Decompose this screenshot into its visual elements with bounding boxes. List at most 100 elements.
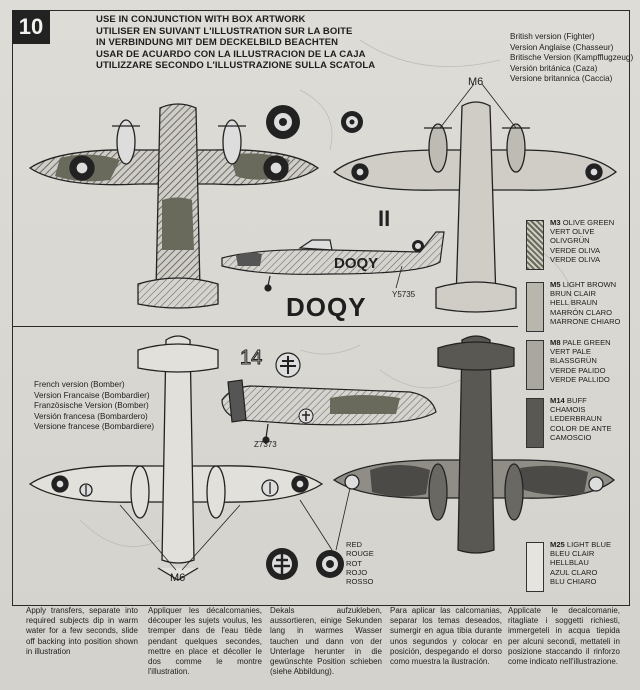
red-name: ROT: [346, 558, 363, 568]
british-serial: Y5735: [392, 290, 416, 299]
paint-text: M25 LIGHT BLUE BLEU CLAIR HELLBLAU AZUL …: [550, 540, 611, 586]
version-line: Französische Version (Bomber): [34, 401, 149, 411]
loose-decal-cross: [266, 548, 298, 580]
paint-name: LIGHT BROWN: [562, 280, 617, 289]
footer-german: Dekals aufzukleben, aussortieren, einige…: [270, 606, 382, 677]
paint-text: M8 PALE GREEN VERT PALE BLASSGRÜN VERDE …: [550, 338, 611, 384]
paint-name: COLOR DE ANTE: [550, 423, 612, 433]
instruction-line: USAR DE ACUARDO CON LA ILLUSTRACION DE L…: [96, 48, 366, 60]
paint-name: OLIVE GREEN: [562, 218, 615, 227]
paint-name: CHAMOIS: [550, 405, 586, 415]
version-line: Versión británica (Caza): [510, 63, 598, 73]
paint-name: LEDERBRAUN: [550, 414, 602, 424]
version-line: Versione britannica (Caccia): [510, 74, 613, 84]
m6-bottom-label: M6: [170, 572, 186, 584]
french-underside-view: [332, 335, 616, 554]
version-line: Britische Version (Kampfflugzeug): [510, 53, 634, 63]
british-top-view: [28, 103, 320, 309]
paint-name: BLU CHIARO: [550, 576, 597, 586]
usage-instructions: USE IN CONJUNCTION WITH BOX ARTWORK UTIL…: [96, 14, 375, 72]
paint-name: MARRÓN CLARO: [550, 307, 613, 317]
big-code-marking: DOQY: [286, 292, 367, 322]
red-name: ROUGE: [346, 549, 374, 559]
british-underside-view: [332, 101, 618, 313]
paint-swatch: [526, 542, 544, 592]
roundel-small: [341, 111, 363, 133]
paint-code: M8: [550, 338, 561, 347]
paint-name: OLIVGRÜN: [550, 236, 590, 246]
british-version-label: British version (Fighter) Version Anglai…: [510, 32, 633, 85]
paint-legend-m8: M8 PALE GREEN VERT PALE BLASSGRÜN VERDE …: [518, 334, 628, 394]
footer-french: Appliquer les décalcomanies, découper le…: [148, 606, 262, 677]
instruction-line: USE IN CONJUNCTION WITH BOX ARTWORK: [96, 14, 306, 25]
paint-swatch: [526, 398, 544, 448]
french-serial: Z7373: [254, 440, 277, 449]
m6-top-label: M6: [468, 76, 484, 88]
paint-name: MARRONE CHIARO: [550, 316, 621, 326]
paint-legend-m14: M14 BUFF CHAMOIS LEDERBRAUN COLOR DE ANT…: [518, 392, 628, 452]
version-line: Version Anglaise (Chasseur): [510, 42, 614, 52]
paint-name: BLEU CLAIR: [550, 549, 595, 559]
footer-english: Apply transfers, separate into required …: [26, 606, 138, 656]
side-roundel: [412, 240, 424, 252]
paint-legend-m5: M5 LIGHT BROWN BRUN CLAIR HELL BRAUN MAR…: [518, 276, 628, 336]
paint-name: VERT OLIVE: [550, 227, 595, 237]
version-line: French version (Bomber): [34, 380, 125, 389]
roundel-large: [266, 105, 300, 139]
side-code-marking: DOQY: [334, 255, 378, 272]
instruction-line: UTILISER EN SUIVANT L'ILLUSTRATION SUR L…: [96, 25, 353, 37]
instruction-line: IN VERBINDUNG MIT DEM DECKELBILD BEACHTE…: [96, 37, 339, 49]
paint-name: BLASSGRÜN: [550, 356, 597, 366]
paint-name: BUFF: [566, 396, 587, 405]
roman-two-marking: II: [378, 206, 390, 231]
red-name: RED: [346, 540, 363, 549]
paint-name: BRUN CLAIR: [550, 289, 596, 299]
french-side-view: [221, 379, 437, 444]
background-sketch: [79, 39, 572, 547]
french-side-roundel: [298, 408, 314, 424]
paint-name: VERDE PALIDO: [550, 365, 606, 375]
paint-swatch: [526, 282, 544, 332]
french-numeral-marking: 14: [240, 347, 262, 369]
red-name: ROSSO: [346, 577, 374, 587]
paint-name: HELLBLAU: [550, 558, 589, 568]
version-line: Versión francesa (Bombardero): [34, 411, 148, 421]
paint-code: M5: [550, 280, 561, 289]
paint-name: VERDE PALLIDO: [550, 374, 610, 384]
british-side-view: [221, 231, 445, 292]
red-name: ROJO: [346, 567, 368, 577]
paint-code: M14: [550, 396, 565, 405]
french-version-label: French version (Bomber) Version Francais…: [34, 380, 154, 433]
paint-text: M14 BUFF CHAMOIS LEDERBRAUN COLOR DE ANT…: [550, 396, 612, 442]
section-divider: [12, 326, 518, 327]
paint-name: HELL BRAUN: [550, 298, 598, 308]
version-line: Versione francese (Bombardiere): [34, 422, 155, 432]
paint-name: AZUL CLARO: [550, 567, 598, 577]
french-top-view: [28, 335, 324, 581]
step-number: 10: [12, 10, 50, 44]
paint-text: M3 OLIVE GREEN VERT OLIVE OLIVGRÜN VERDE…: [550, 218, 614, 264]
loose-decal-roundel: [316, 550, 344, 578]
version-line: Version Francaise (Bombardier): [34, 390, 150, 400]
paint-name: VERDE OLIVA: [550, 245, 601, 255]
paint-name: PALE GREEN: [562, 338, 611, 347]
paint-legend-m25: M25 LIGHT BLUE BLEU CLAIR HELLBLAU AZUL …: [518, 536, 628, 596]
red-color-list: RED ROUGE ROT ROJO ROSSO: [346, 540, 374, 586]
paint-name: LIGHT BLUE: [566, 540, 612, 549]
footer-spanish: Para aplicar las calcomanias, separar lo…: [390, 606, 502, 667]
sheet-frame: [12, 10, 630, 606]
paint-swatch: [526, 340, 544, 390]
paint-name: CAMOSCIO: [550, 432, 592, 442]
lorraine-cross-badge: [275, 352, 301, 378]
version-line: British version (Fighter): [510, 32, 595, 41]
paint-code: M3: [550, 218, 561, 227]
paint-legend-m3: M3 OLIVE GREEN VERT OLIVE OLIVGRÜN VERDE…: [518, 214, 628, 284]
paint-text: M5 LIGHT BROWN BRUN CLAIR HELL BRAUN MAR…: [550, 280, 620, 326]
footer-italian: Applicate le decalcomanie, ritagliate i …: [508, 606, 620, 667]
instruction-line: UTILIZZARE SECONDO L'ILLUSTRAZIONE SULLA…: [96, 60, 376, 72]
paint-code: M25: [550, 540, 565, 549]
paint-name: VERDE OLIVA: [550, 254, 601, 264]
paint-swatch: [526, 220, 544, 270]
paint-name: VERT PALE: [550, 347, 591, 357]
